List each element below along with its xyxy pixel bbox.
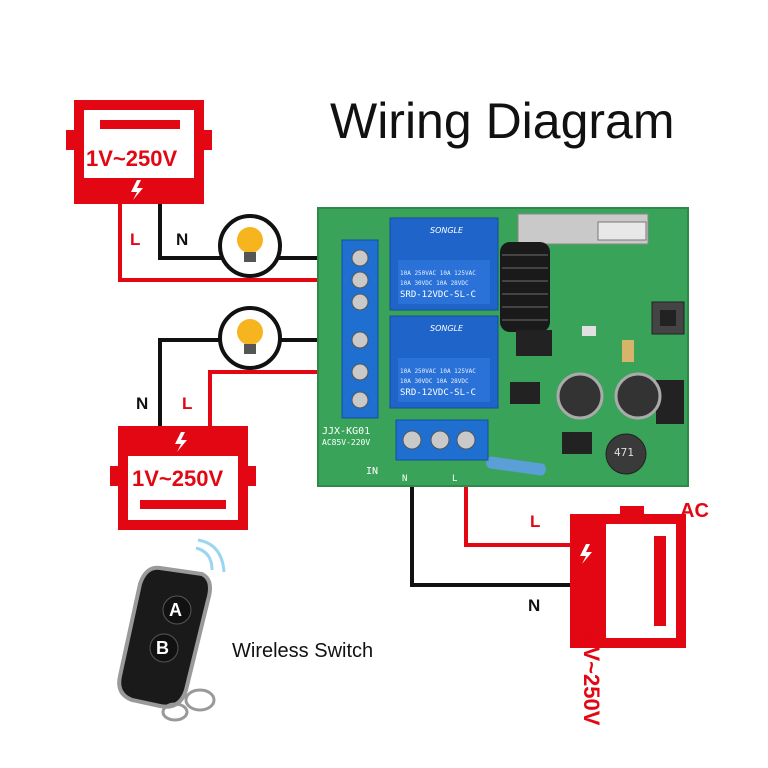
wire-label-mid-live: L bbox=[182, 394, 193, 413]
bulb-icon bbox=[218, 214, 282, 278]
inductor bbox=[605, 433, 647, 475]
wire-label-in-neutral: N bbox=[528, 596, 541, 615]
wire-mid-neutral bbox=[158, 338, 230, 430]
wire-top-neutral bbox=[158, 200, 230, 260]
lightning-icon bbox=[175, 432, 187, 452]
relay-board bbox=[317, 207, 689, 487]
relay-1-line2: 10A 30VDC 10A 28VDC bbox=[400, 280, 469, 287]
relay-2 bbox=[389, 315, 499, 409]
wire-label-in-live: L bbox=[530, 512, 541, 531]
wire-label-top-live: L bbox=[130, 230, 141, 249]
wireless-switch-caption: Wireless Switch bbox=[232, 640, 374, 662]
relay-1 bbox=[389, 217, 499, 311]
remote-button-b[interactable]: B bbox=[156, 638, 169, 658]
relay-1-brand: SONGLE bbox=[430, 226, 464, 235]
chip-2 bbox=[510, 382, 540, 404]
wire-label-top-neutral: N bbox=[176, 230, 189, 249]
relay-1-model: SRD-12VDC-SL-C bbox=[400, 290, 476, 300]
relay-2-brand: SONGLE bbox=[430, 324, 464, 333]
ac-tag: AC bbox=[680, 500, 709, 522]
capacitor-1 bbox=[556, 372, 604, 420]
input-terminal-block bbox=[395, 419, 489, 461]
supply-top-voltage: 1V~250V bbox=[86, 146, 178, 171]
wire-label-mid-neutral: N bbox=[136, 394, 149, 413]
board-input-n: N bbox=[402, 474, 408, 484]
remote-button-a[interactable]: A bbox=[169, 600, 182, 620]
relay-terminal-block bbox=[341, 239, 379, 419]
chip-1 bbox=[516, 330, 552, 356]
relay-2-line1: 10A 250VAC 10A 125VAC bbox=[400, 368, 476, 375]
board-model: JJX-KG01 bbox=[322, 426, 371, 437]
relay-1-line1: 10A 250VAC 10A 125VAC bbox=[400, 270, 476, 277]
lightning-icon bbox=[131, 180, 143, 200]
chip-3 bbox=[562, 432, 592, 454]
capacitor-2 bbox=[614, 372, 662, 420]
supply-mid-voltage: 1V~250V bbox=[132, 466, 224, 491]
supply-ac-voltage: 85V~250V bbox=[579, 622, 604, 726]
supply-ac-input bbox=[570, 506, 686, 648]
supply-top-left bbox=[66, 100, 212, 204]
relay-2-line2: 10A 30VDC 10A 28VDC bbox=[400, 378, 469, 385]
inductor-label: 471 bbox=[614, 446, 634, 459]
board-input-label: IN bbox=[366, 466, 379, 477]
antenna-coil bbox=[500, 242, 550, 332]
relay-2-model: SRD-12VDC-SL-C bbox=[400, 388, 476, 398]
lightning-icon bbox=[580, 544, 592, 564]
wire-in-neutral bbox=[410, 440, 580, 587]
diagram-title: Wiring Diagram bbox=[330, 93, 675, 149]
board-rating: AC85V-220V bbox=[322, 438, 371, 447]
wire-top-live bbox=[118, 200, 360, 282]
remote-control-icon bbox=[117, 538, 226, 722]
resistor bbox=[486, 456, 546, 476]
wire-mid-live bbox=[208, 370, 360, 430]
board-input-l: L bbox=[452, 474, 458, 484]
bulb-icon bbox=[218, 306, 282, 370]
